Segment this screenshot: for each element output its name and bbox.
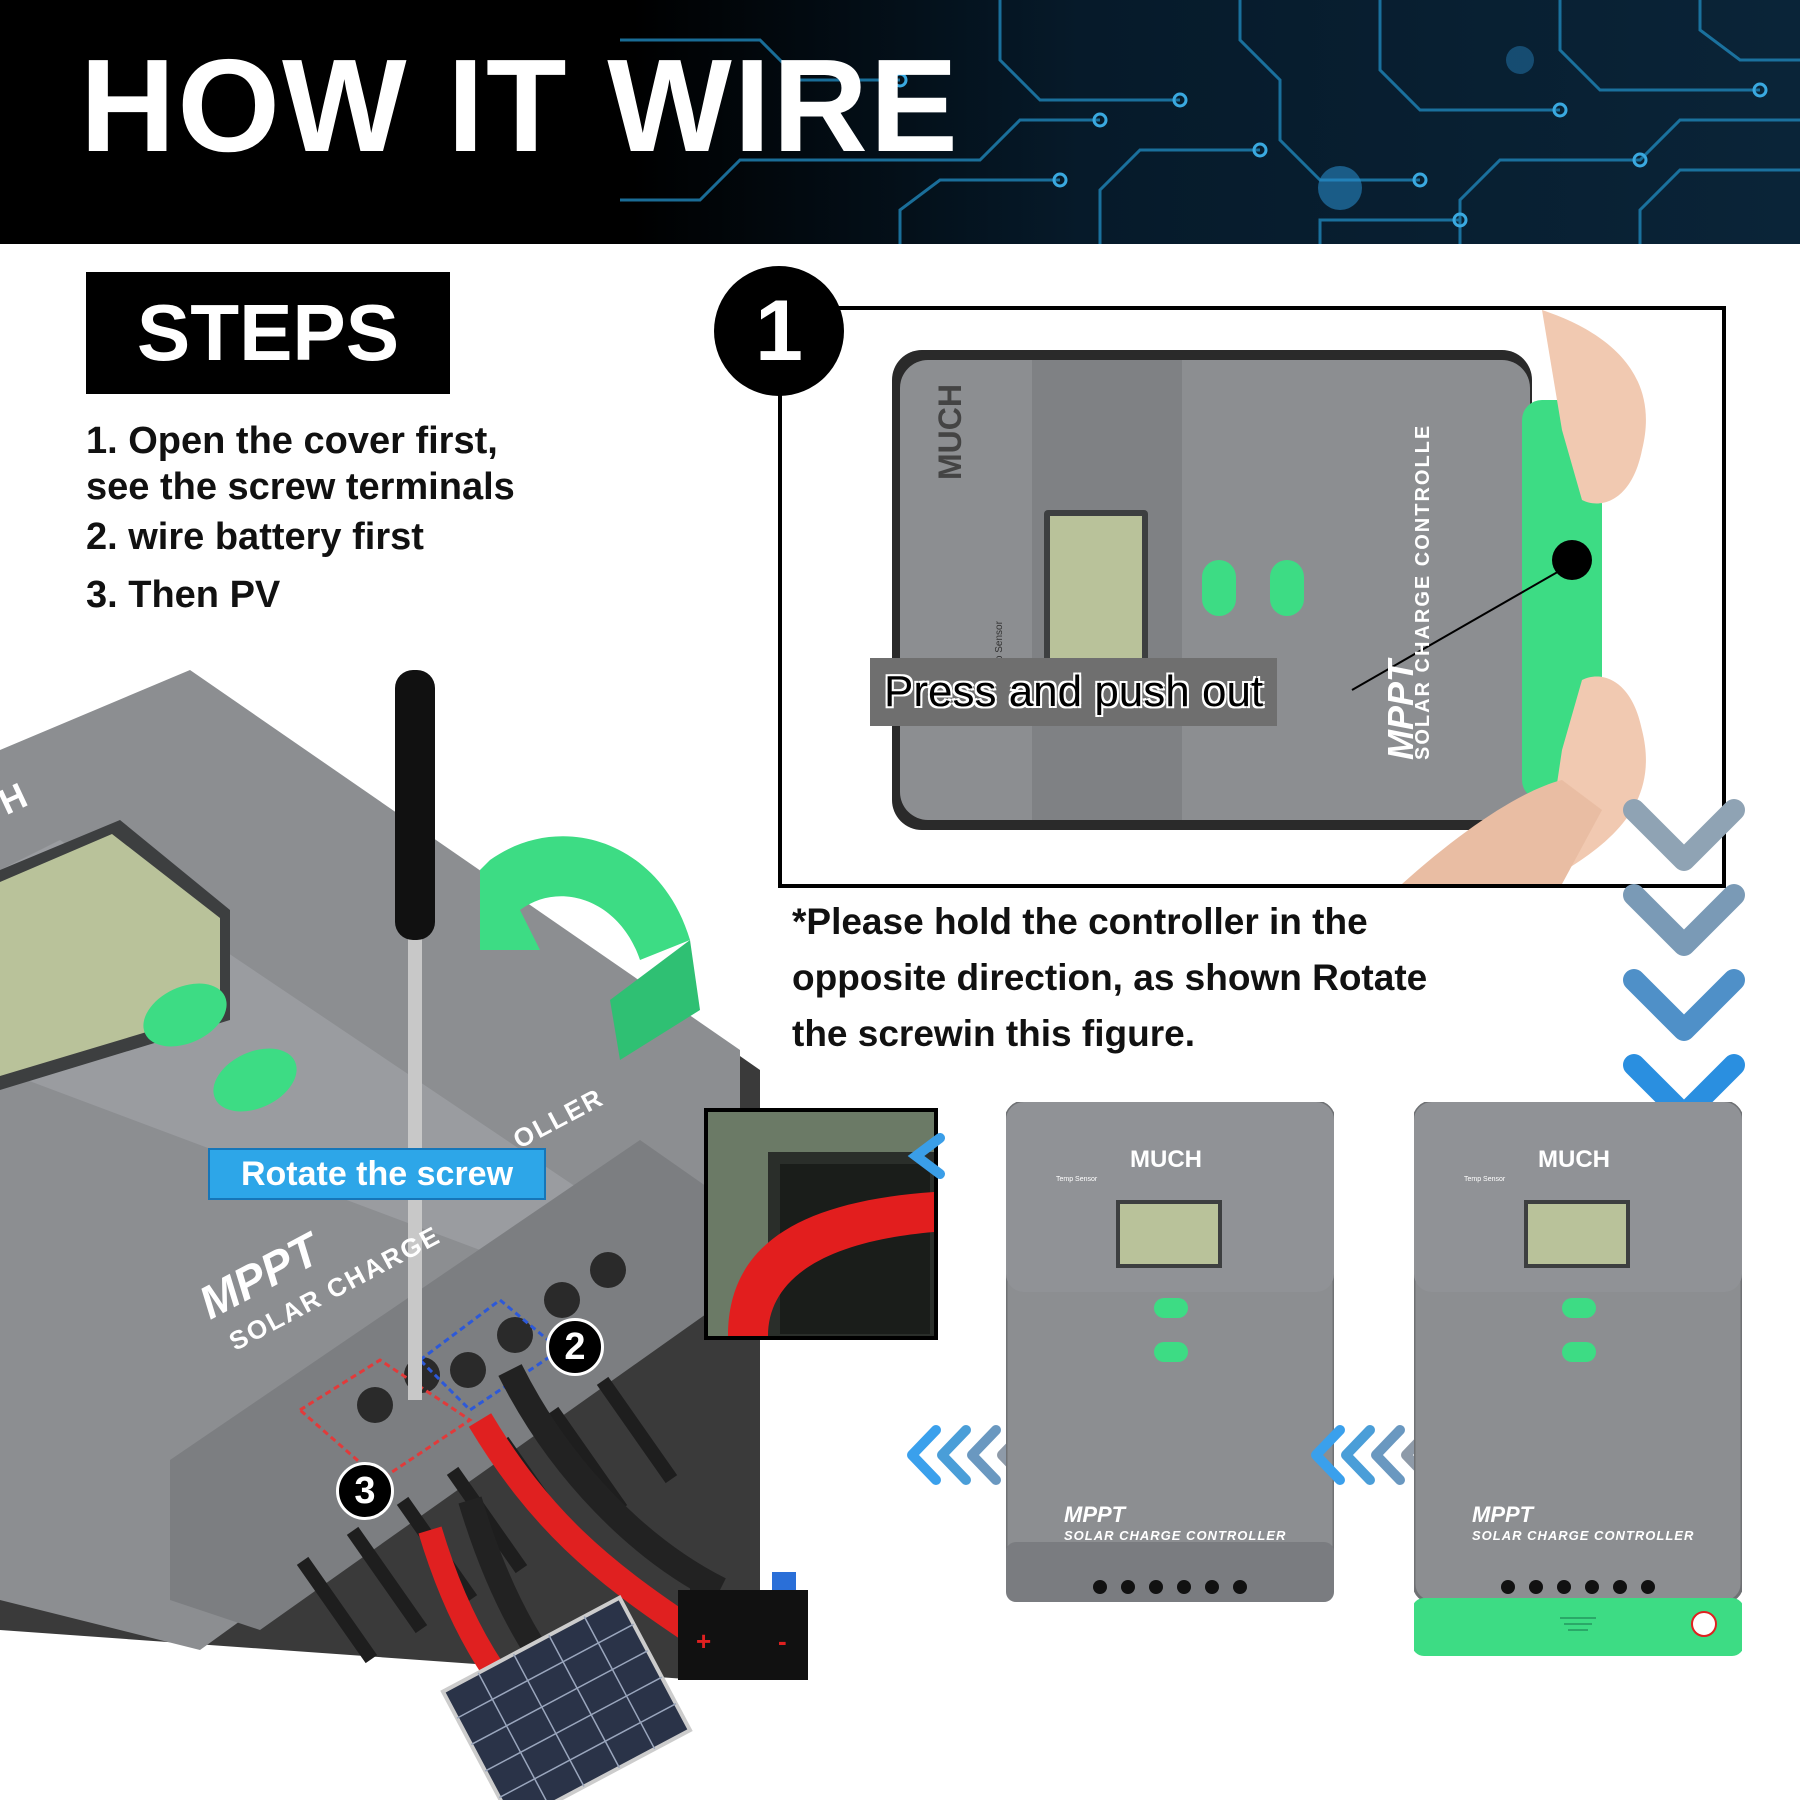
step-line-1b: see the screw terminals (86, 466, 515, 508)
controller-b-subtitle: SOLAR CHARGE CONTROLLER (1472, 1528, 1695, 1543)
step1-subtitle: SOLAR CHARGE CONTROLLE (1412, 423, 1434, 760)
controller-b: MUCH Temp Sensor MPPT SOLAR CHARGE CONTR… (1414, 1102, 1742, 1662)
controller-b-body (1414, 1102, 1742, 1656)
step-line-3: 3. Then PV (86, 574, 281, 616)
svg-text:-: - (778, 1626, 787, 1656)
left-arrows-a (907, 1133, 945, 1179)
step1-brand: MUCH (932, 384, 968, 480)
header-banner: HOW IT WIRE (0, 0, 1800, 244)
page-title: HOW IT WIRE (80, 32, 960, 179)
terminal-closeup (704, 1108, 938, 1340)
step1-badge: 1 (714, 266, 844, 396)
note-line-3: the screwin this figure. (792, 1013, 1195, 1054)
step-line-2: 2. wire battery first (86, 516, 424, 558)
controller-a-brand: MUCH (1130, 1146, 1202, 1173)
controller-a-subtitle: SOLAR CHARGE CONTROLLER (1064, 1528, 1287, 1543)
down-arrows (1623, 799, 1745, 1126)
note-line-2: opposite direction, as shown Rotate (792, 957, 1428, 998)
press-callout: Press and push out (870, 658, 1278, 726)
controller-a-sensor: Temp Sensor (1056, 1176, 1098, 1183)
circuit-pattern (0, 0, 1800, 244)
controller-a: MUCH Temp Sensor MPPT SOLAR CHARGE CONTR… (1006, 1102, 1334, 1602)
badge-2: 2 (546, 1318, 604, 1376)
step-line-1: 1. Open the cover first, (86, 420, 498, 462)
badge-3: 3 (336, 1462, 394, 1520)
controller-a-body (1006, 1102, 1334, 1602)
svg-text:+: + (696, 1626, 711, 1656)
controller-b-brand: MUCH (1538, 1146, 1610, 1173)
controller-b-model: MPPT (1472, 1502, 1534, 1527)
closeup-illustration (708, 1112, 934, 1336)
controller-a-model: MPPT (1064, 1502, 1126, 1527)
rotate-screw-callout: Rotate the screw (208, 1148, 546, 1200)
note-line-1: *Please hold the controller in the (792, 901, 1368, 942)
steps-heading: STEPS (86, 272, 450, 394)
controller-b-sensor: Temp Sensor (1464, 1176, 1506, 1183)
